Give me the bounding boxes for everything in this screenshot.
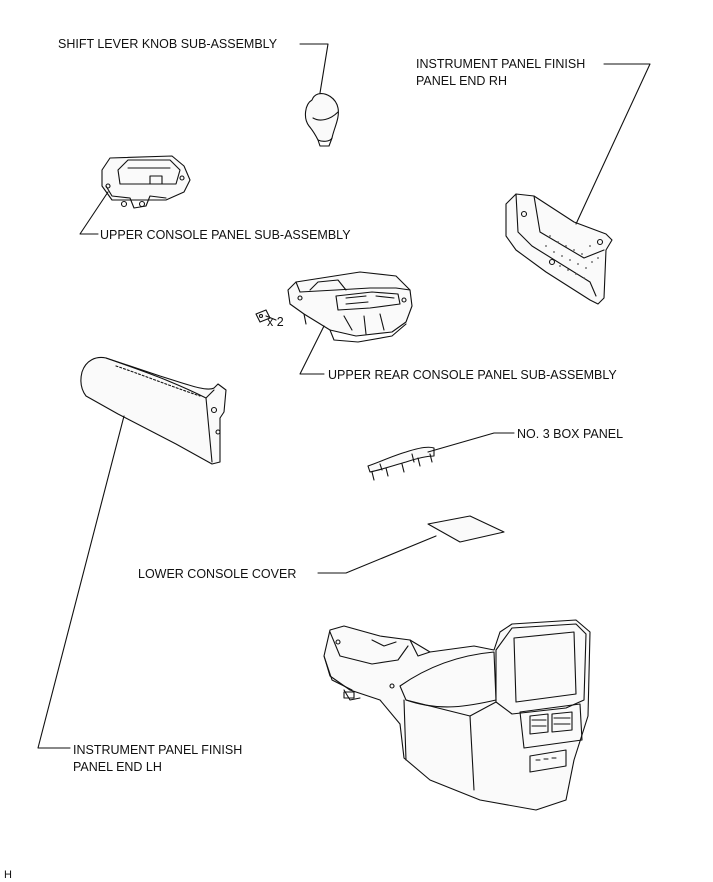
label-no3-box-panel: NO. 3 BOX PANEL [517,427,623,441]
ip-finish-end-rh-part [505,193,613,305]
label-bolt-qty: x 2 [267,315,284,329]
corner-code: H [4,869,12,881]
bolt-part [255,309,277,323]
leader-shift-knob [299,43,329,94]
lower-console-cover-part [427,515,505,543]
label-ip-finish-rh-line1: INSTRUMENT PANEL FINISH [416,57,585,71]
shift-lever-knob-part [304,93,339,147]
ip-finish-end-lh-part [80,356,227,465]
label-ip-finish-lh-line2: PANEL END LH [73,760,162,774]
leader-ip-finish-rh [575,63,651,225]
leader-upper-console [79,191,109,235]
leader-upper-rear-console [299,325,325,375]
label-shift-lever-knob: SHIFT LEVER KNOB SUB-ASSEMBLY [58,37,278,51]
label-upper-rear-console: UPPER REAR CONSOLE PANEL SUB-ASSEMBLY [328,368,617,382]
label-lower-console-cover: LOWER CONSOLE COVER [138,567,296,581]
console-box-part [323,619,591,811]
no3-box-panel-part [367,446,435,481]
label-ip-finish-lh-line1: INSTRUMENT PANEL FINISH [73,743,242,757]
label-upper-console: UPPER CONSOLE PANEL SUB-ASSEMBLY [100,228,351,242]
upper-console-panel-part [101,155,191,209]
upper-rear-console-panel-part [287,271,413,343]
label-ip-finish-rh-line2: PANEL END RH [416,74,507,88]
leader-lower-console-cover [317,535,437,574]
leader-ip-finish-lh [37,415,125,749]
leader-no3-box-panel [427,432,515,453]
